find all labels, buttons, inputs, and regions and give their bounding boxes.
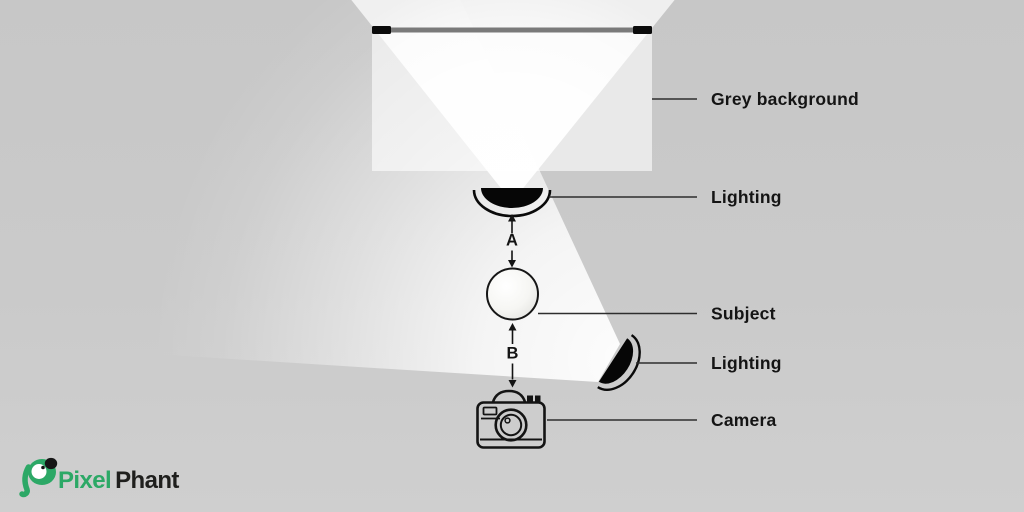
- annotation-lines: [538, 98, 697, 421]
- backdrop-bar: [372, 26, 652, 34]
- pixelphant-elephant-icon: [19, 457, 58, 498]
- bar-end-cap-left: [372, 26, 391, 34]
- annotation-subject: Subject: [711, 304, 776, 324]
- arrow-up-icon: [508, 214, 516, 222]
- arrow-down-icon: [508, 380, 517, 388]
- key-light-beam: [351, 0, 675, 202]
- logo-text-pixel: Pixel: [58, 467, 111, 494]
- arrow-up-icon: [508, 323, 517, 331]
- annotation-lighting-front: Lighting: [711, 353, 782, 373]
- distance-b-label: B: [507, 345, 519, 363]
- fill-light-icon: [597, 334, 641, 391]
- bar-end-cap-right: [633, 26, 652, 34]
- distance-marker-b: B: [507, 323, 519, 388]
- distance-a-label: A: [506, 232, 518, 250]
- subject-sphere: [486, 267, 539, 321]
- annotation-camera: Camera: [711, 410, 776, 430]
- annotation-grey-background: Grey background: [711, 89, 859, 109]
- pixelphant-logo: Pixel Phant: [19, 457, 180, 498]
- arrow-down-icon: [508, 260, 516, 268]
- camera-icon: [476, 389, 546, 449]
- annotation-lighting-top: Lighting: [711, 187, 782, 207]
- svg-text:Pixel Phant: Pixel Phant: [58, 467, 179, 494]
- logo-text-phant: Phant: [115, 467, 179, 494]
- distance-marker-a: A: [506, 214, 518, 268]
